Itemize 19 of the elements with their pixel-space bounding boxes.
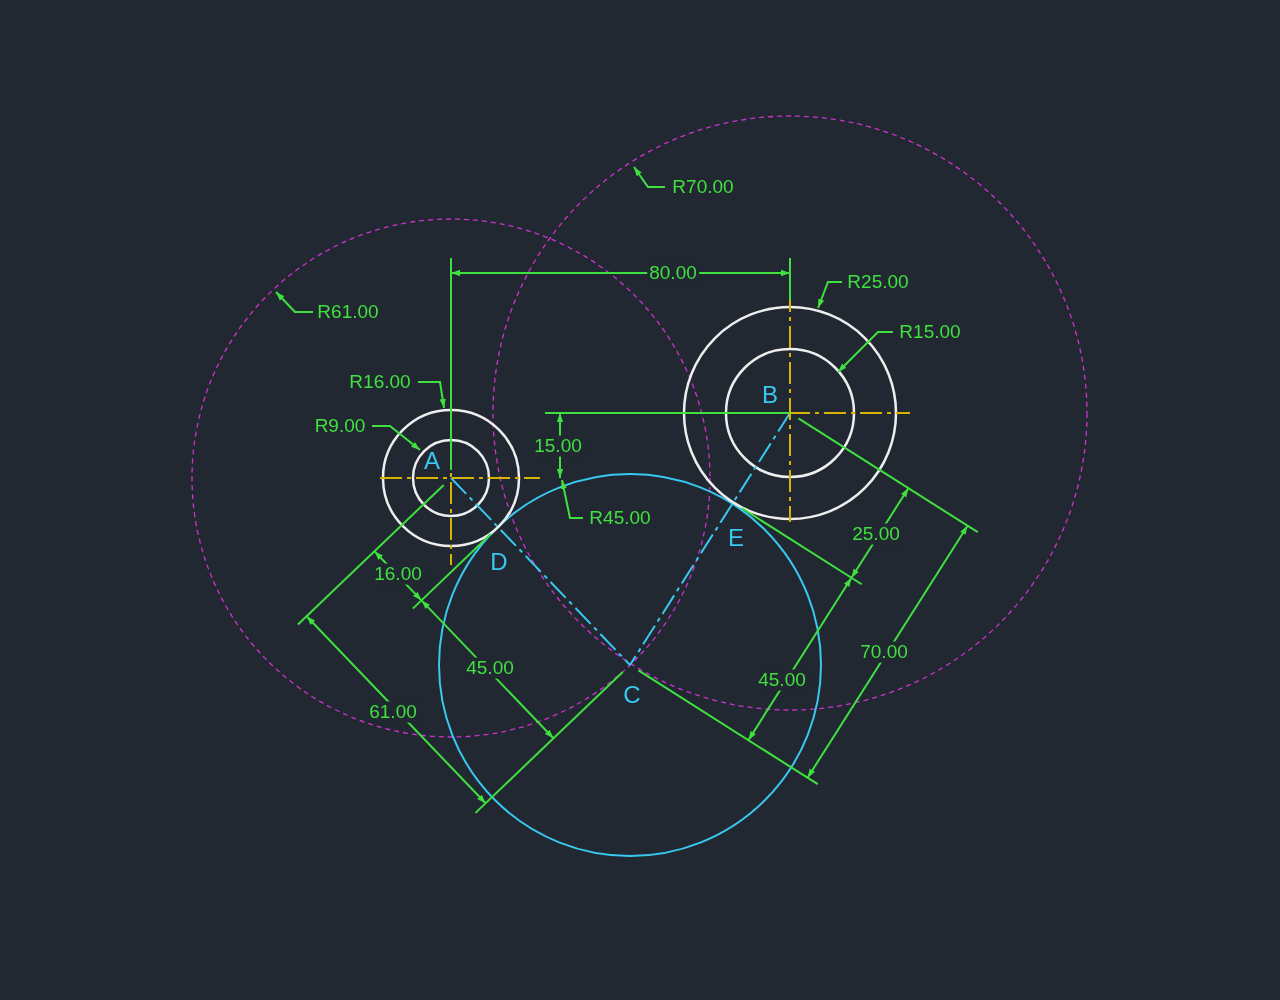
dimension-label: R25.00 (846, 271, 910, 293)
dimension-label: R70.00 (671, 176, 735, 198)
dimension-label: 45.00 (756, 669, 808, 691)
dimension-label: 16.00 (372, 563, 424, 585)
dimension-label: R15.00 (898, 321, 962, 343)
dimension-label: 25.00 (850, 523, 902, 545)
dimension-label: 61.00 (367, 701, 419, 723)
point-label: D (489, 548, 509, 576)
dimension-label: 70.00 (858, 641, 910, 663)
dimension-label: R9.00 (313, 415, 367, 437)
dimension-label: 15.00 (532, 435, 584, 457)
point-label: E (727, 524, 745, 552)
dimension-label: R16.00 (348, 371, 412, 393)
point-label: A (423, 447, 441, 475)
dimension-label: R45.00 (588, 507, 652, 529)
dimension-label: R61.00 (316, 301, 380, 323)
point-label: B (761, 381, 779, 409)
point-label: C (622, 681, 642, 709)
dimension-label: 45.00 (464, 657, 516, 679)
